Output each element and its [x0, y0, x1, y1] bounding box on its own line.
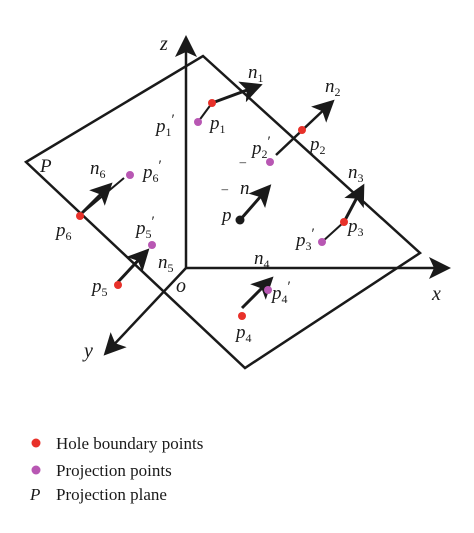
projection-point-2: [266, 158, 274, 166]
legend-hole-label: Hole boundary points: [56, 434, 203, 453]
hole-point-2: [298, 126, 306, 134]
normal-arrow-1: [211, 81, 263, 105]
plane-label: P: [39, 156, 52, 177]
mean-normal-label: n: [240, 178, 250, 199]
normal-label-6: n6: [90, 158, 106, 181]
projection-label-1: p1′: [154, 112, 175, 139]
point-label-3: p3: [346, 216, 364, 239]
legend-projection-label: Projection points: [56, 461, 172, 480]
origin-label: o: [176, 275, 186, 297]
projection-point-3: [318, 238, 326, 246]
legend: Hole boundary points Projection points P…: [29, 434, 203, 504]
point-label-1: p1: [208, 113, 226, 136]
hole-point-6: [76, 212, 84, 220]
normal-label-2: n2: [325, 76, 341, 99]
point-label-2: p2: [308, 134, 326, 157]
projection-label-4: p4′: [270, 279, 291, 306]
mean-point: [235, 215, 245, 225]
y-axis: [103, 267, 187, 356]
point-label-5: p5: [90, 276, 108, 299]
mean-point-bar: ‾: [221, 188, 229, 207]
hole-point-4: [238, 312, 246, 320]
projection-point-5: [148, 241, 156, 249]
projection-point-4: [264, 286, 272, 294]
projection-point-6: [126, 171, 134, 179]
point-label-6: p6: [54, 220, 72, 243]
hole-point-3: [340, 218, 348, 226]
normal-label-5: n5: [158, 252, 174, 275]
legend-plane-symbol: P: [29, 485, 40, 504]
connector-3: [321, 221, 345, 243]
normal-label-3: n3: [348, 162, 364, 185]
mean-normal-arrow: [238, 184, 272, 221]
projection-point-1: [194, 118, 202, 126]
mean-point-label: p: [220, 205, 232, 226]
projection-label-6: p6′: [141, 158, 162, 185]
legend-plane-label: Projection plane: [56, 485, 167, 504]
y-axis-label: y: [82, 340, 93, 362]
x-axis-label: x: [431, 283, 441, 305]
connector-6: [79, 177, 125, 216]
legend-hole-swatch: [31, 438, 41, 448]
hole-point-1: [208, 99, 216, 107]
hole-point-5: [114, 281, 122, 289]
normal-label-1: n1: [248, 62, 264, 85]
normal-arrow-5: [116, 248, 150, 284]
projection-label-2: p2′: [250, 134, 271, 161]
point-label-4: p4: [234, 322, 252, 345]
z-axis-label: z: [159, 33, 168, 55]
projection-label-5: p5′: [134, 214, 155, 241]
legend-projection-swatch: [31, 465, 41, 475]
normal-label-4: n4: [254, 248, 270, 271]
mean-normal-bar: ‾: [239, 161, 247, 180]
normal-arrow-3: [342, 183, 365, 223]
normal-arrow-4: [240, 276, 274, 310]
projection-label-3: p3′: [294, 226, 315, 253]
